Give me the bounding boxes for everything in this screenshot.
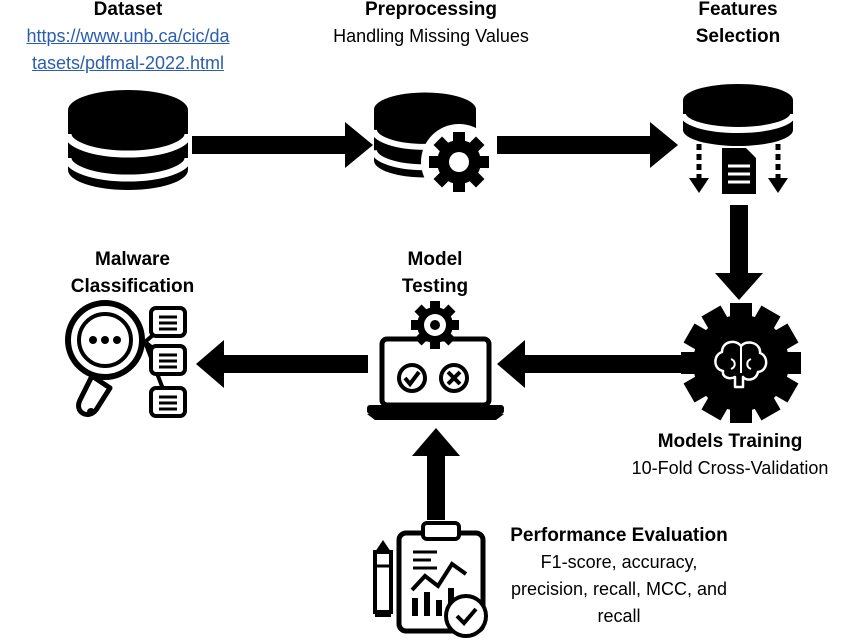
testing-label: Model Testing bbox=[380, 246, 490, 300]
dataset-label: Dataset https://www.unb.ca/cic/da tasets… bbox=[0, 0, 256, 77]
arrow-training-to-testing bbox=[497, 340, 681, 388]
classification-label: Malware Classification bbox=[50, 246, 215, 300]
training-title: Models Training bbox=[657, 431, 803, 452]
arrow-testing-to-classification bbox=[196, 340, 368, 388]
evaluation-title: Performance Evaluation bbox=[510, 525, 728, 546]
evaluation-metrics-line2: precision, recall, MCC, and bbox=[510, 579, 728, 599]
features-title-line1: Features bbox=[698, 0, 778, 20]
dataset-title: Dataset bbox=[93, 0, 163, 20]
evaluation-label: Performance Evaluation F1-score, accurac… bbox=[497, 522, 741, 630]
arrow-evaluation-to-testing bbox=[412, 428, 460, 520]
preprocessing-label: Preprocessing Handling Missing Values bbox=[301, 0, 561, 50]
laptop-check-cross-icon bbox=[367, 301, 504, 420]
training-label: Models Training 10-Fold Cross-Validation bbox=[610, 428, 850, 482]
arrow-dataset-to-preprocessing bbox=[192, 122, 373, 168]
evaluation-metrics-line1: F1-score, accuracy, bbox=[540, 552, 698, 572]
preprocessing-subtitle: Handling Missing Values bbox=[333, 26, 529, 46]
training-subtitle: 10-Fold Cross-Validation bbox=[631, 458, 829, 478]
features-label: Features Selection bbox=[668, 0, 808, 50]
arrow-preprocessing-to-features bbox=[497, 122, 678, 168]
dataset-link-line2[interactable]: tasets/pdfmal-2022.html bbox=[31, 53, 225, 73]
testing-title-line2: Testing bbox=[401, 276, 469, 297]
preprocessing-title: Preprocessing bbox=[365, 0, 497, 20]
database-gear-icon bbox=[374, 93, 497, 200]
database-icon bbox=[68, 90, 188, 190]
arrow-features-to-training bbox=[715, 205, 763, 300]
database-filter-icon bbox=[680, 84, 796, 194]
features-title-line2: Selection bbox=[695, 26, 781, 47]
testing-title-line1: Model bbox=[407, 249, 463, 270]
magnifier-list-icon bbox=[65, 300, 187, 418]
evaluation-metrics-line3: recall bbox=[597, 606, 641, 626]
gear-brain-icon bbox=[681, 303, 801, 423]
classification-title-line2: Classification bbox=[70, 276, 195, 297]
classification-title-line1: Malware bbox=[95, 249, 170, 270]
dataset-link-line1[interactable]: https://www.unb.ca/cic/da bbox=[26, 26, 230, 46]
clipboard-chart-icon bbox=[373, 521, 488, 638]
